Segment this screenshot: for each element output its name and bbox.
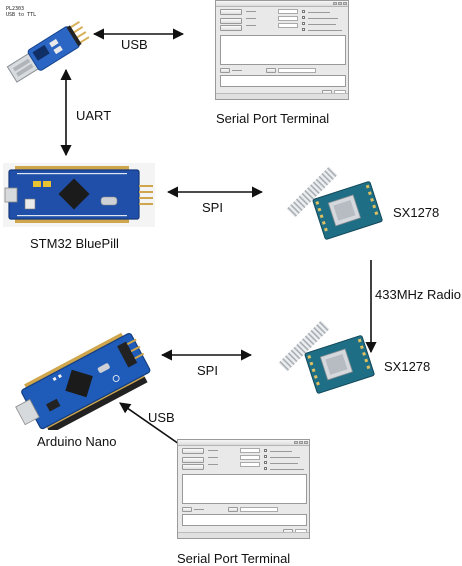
crlf-checkbox[interactable] — [264, 461, 267, 464]
serial-terminal-window-top — [215, 0, 349, 100]
port-select[interactable] — [240, 448, 260, 453]
terminal-caption-bottom: Serial Port Terminal — [177, 551, 290, 566]
options-label — [270, 463, 298, 464]
terminal-titlebar — [216, 1, 348, 7]
window-minimize-icon[interactable] — [294, 441, 298, 444]
options-label — [308, 30, 342, 31]
sx1278-module-bottom-image — [268, 314, 378, 394]
send-label — [232, 70, 242, 71]
radio-label: 433MHz Radio — [375, 287, 461, 302]
port-select[interactable] — [278, 9, 298, 14]
transmit-text-area[interactable] — [182, 514, 307, 526]
window-close-icon[interactable] — [304, 441, 308, 444]
file-button[interactable] — [228, 507, 238, 512]
send-input[interactable] — [278, 68, 316, 73]
options-label — [270, 469, 304, 470]
arduino-caption: Arduino Nano — [37, 434, 117, 449]
window-minimize-icon[interactable] — [333, 2, 337, 5]
pl2303-adapter: PL2303 USB to TTL — [4, 6, 96, 86]
hex-checkbox[interactable] — [302, 10, 305, 13]
settings-button[interactable] — [220, 18, 242, 24]
uart-label: UART — [76, 108, 111, 123]
timestamp-checkbox[interactable] — [264, 455, 267, 458]
terminal-statusbar — [216, 93, 348, 99]
options-label — [270, 451, 292, 452]
data-bits-select[interactable] — [240, 462, 260, 467]
baud-label — [208, 457, 218, 458]
settings-button[interactable] — [182, 457, 204, 463]
baud-select[interactable] — [240, 455, 260, 460]
sx1278-module-top-image — [276, 160, 386, 240]
arduino-nano-image — [8, 318, 158, 430]
bluepill-caption: STM32 BluePill — [30, 236, 119, 251]
terminal-statusbar — [178, 532, 309, 538]
port-label — [246, 11, 256, 12]
data-bits-label — [208, 464, 218, 465]
options-label — [270, 457, 300, 458]
spi-label-bottom: SPI — [197, 363, 218, 378]
autoscroll-checkbox[interactable] — [264, 467, 267, 470]
send-button[interactable] — [182, 507, 192, 512]
file-button[interactable] — [266, 68, 276, 73]
open-port-button[interactable] — [220, 9, 242, 15]
options-label — [308, 18, 338, 19]
sx1278-caption-bottom: SX1278 — [384, 359, 430, 374]
port-label — [208, 450, 218, 451]
data-bits-select[interactable] — [278, 23, 298, 28]
terminal-caption-top: Serial Port Terminal — [216, 111, 329, 126]
data-bits-label — [246, 25, 256, 26]
send-button[interactable] — [220, 68, 230, 73]
usb-label-top: USB — [121, 37, 148, 52]
receive-text-area[interactable] — [182, 474, 307, 504]
sx1278-caption-top: SX1278 — [393, 205, 439, 220]
timestamp-checkbox[interactable] — [302, 16, 305, 19]
hex-checkbox[interactable] — [264, 449, 267, 452]
baud-label — [246, 18, 256, 19]
serial-terminal-window-bottom — [177, 439, 310, 539]
transmit-text-area[interactable] — [220, 75, 346, 87]
options-label — [308, 12, 330, 13]
options-label — [308, 24, 336, 25]
terminal-titlebar — [178, 440, 309, 446]
window-maximize-icon[interactable] — [338, 2, 342, 5]
baud-select[interactable] — [278, 16, 298, 21]
stm32-bluepill-image — [3, 163, 155, 227]
send-label — [194, 509, 204, 510]
send-input[interactable] — [240, 507, 278, 512]
pl2303-image — [4, 6, 96, 86]
spi-label-top: SPI — [202, 200, 223, 215]
window-close-icon[interactable] — [343, 2, 347, 5]
clear-button[interactable] — [220, 25, 242, 31]
receive-text-area[interactable] — [220, 35, 346, 65]
autoscroll-checkbox[interactable] — [302, 28, 305, 31]
crlf-checkbox[interactable] — [302, 22, 305, 25]
open-port-button[interactable] — [182, 448, 204, 454]
window-maximize-icon[interactable] — [299, 441, 303, 444]
clear-button[interactable] — [182, 464, 204, 470]
